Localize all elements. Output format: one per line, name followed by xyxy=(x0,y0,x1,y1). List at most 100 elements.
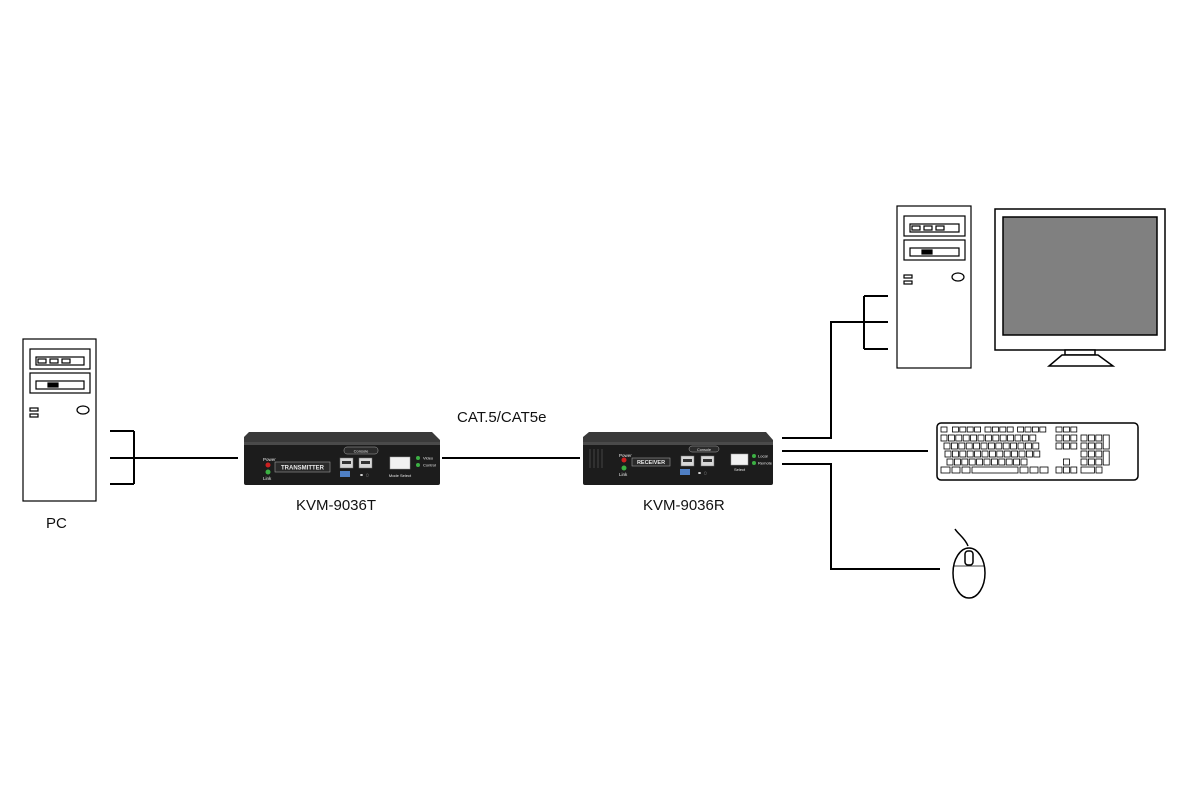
keyboard-key xyxy=(974,450,981,458)
keyboard-key xyxy=(1022,434,1029,442)
keyboard-key xyxy=(940,426,948,433)
keyboard-key xyxy=(1013,458,1020,466)
keyboard-key xyxy=(961,466,971,474)
keyboard-key xyxy=(1005,458,1013,466)
power-label: Power xyxy=(263,457,276,462)
keyboard-key xyxy=(1039,426,1047,433)
keyboard-key xyxy=(1032,442,1040,450)
keyboard-key xyxy=(1003,450,1011,458)
local-label: Local xyxy=(758,454,768,459)
keyboard-key xyxy=(1055,426,1063,433)
power-label: Power xyxy=(619,453,632,458)
keyboard-key xyxy=(1017,442,1025,450)
power-led xyxy=(265,462,271,468)
keyboard-key xyxy=(995,442,1003,450)
keyboard-key xyxy=(1080,458,1088,466)
keyboard-key xyxy=(1063,466,1070,474)
select-button xyxy=(730,453,749,466)
keyboard-key xyxy=(1063,426,1070,433)
control-label: Control xyxy=(423,463,436,468)
keyboard-key xyxy=(973,442,980,450)
keyboard-key xyxy=(989,450,996,458)
keyboard-key xyxy=(1080,450,1088,458)
cable-type-label: CAT.5/CAT5e xyxy=(457,409,547,426)
mouse-icon xyxy=(952,528,986,599)
transmitter-panel-label: TRANSMITTER xyxy=(281,466,325,472)
keyboard-key xyxy=(952,426,959,433)
keyboard-keys xyxy=(940,426,1110,474)
keyboard-key xyxy=(977,434,985,442)
keyboard-key xyxy=(961,458,969,466)
keyboard-key xyxy=(983,458,991,466)
keyboard-key xyxy=(966,450,974,458)
keyboard-key xyxy=(1011,450,1018,458)
console-label: Console xyxy=(354,449,369,454)
keyboard-key xyxy=(959,426,967,433)
keyboard-key xyxy=(1088,442,1095,450)
keyboard-key xyxy=(1029,434,1037,442)
keyboard-key xyxy=(1055,442,1063,450)
keyboard-key xyxy=(965,442,973,450)
pc-label: PC xyxy=(46,515,67,532)
power-led xyxy=(621,457,627,463)
keyboard-icon xyxy=(936,422,1139,481)
keyboard-key xyxy=(1063,442,1070,450)
keyboard-key xyxy=(971,466,1019,474)
usb-icon: ⚭ ◌ xyxy=(697,471,708,477)
keyboard-key xyxy=(1017,426,1024,433)
receiver-to-mouse-line xyxy=(782,463,940,570)
video-led xyxy=(416,456,420,460)
keyboard-key xyxy=(955,434,963,442)
keyboard-key xyxy=(940,466,951,474)
keyboard-key xyxy=(962,434,970,442)
keyboard-key xyxy=(1026,450,1033,458)
keyboard-key xyxy=(992,434,1000,442)
receiver-panel-label: RECEIVER xyxy=(637,460,665,466)
video-label: Video xyxy=(423,456,434,461)
keyboard-key xyxy=(980,442,988,450)
keyboard-key xyxy=(999,434,1007,442)
keyboard-key xyxy=(992,426,999,433)
keyboard-key xyxy=(1014,434,1022,442)
keyboard-key xyxy=(1033,450,1041,458)
remote-pc-tower-icon xyxy=(896,205,972,369)
connection-lines xyxy=(110,295,940,570)
keyboard-key xyxy=(944,450,952,458)
keyboard-key xyxy=(1055,466,1063,474)
link-led xyxy=(621,465,627,471)
keyboard-key xyxy=(1102,450,1110,466)
keyboard-key xyxy=(996,450,1004,458)
keyboard-key xyxy=(1088,434,1095,442)
keyboard-key xyxy=(1007,434,1014,442)
receiver-device: Power Link RECEIVER Console ⚭ ◌ Select L… xyxy=(583,432,773,485)
keyboard-key xyxy=(1029,466,1039,474)
keyboard-key xyxy=(1055,434,1063,442)
keyboard-key xyxy=(1010,442,1017,450)
keyboard-key xyxy=(1088,450,1095,458)
keyboard-key xyxy=(1063,458,1070,466)
mode-select-label: Mode Select xyxy=(389,473,412,478)
keyboard-key xyxy=(1095,450,1103,458)
keyboard-key xyxy=(991,458,998,466)
keyboard-key xyxy=(1070,434,1078,442)
keyboard-key xyxy=(970,434,977,442)
keyboard-key xyxy=(1095,442,1103,450)
pc-connector-bracket xyxy=(110,430,135,485)
select-label: Select xyxy=(734,467,746,472)
keyboard-key xyxy=(1039,466,1049,474)
receiver-model-label: KVM-9036R xyxy=(643,497,725,514)
keyboard-key xyxy=(1102,434,1110,450)
monitor-icon xyxy=(994,208,1166,367)
transmitter-model-label: KVM-9036T xyxy=(296,497,377,514)
control-led xyxy=(416,463,420,467)
link-label: Link xyxy=(619,472,628,477)
remote-led xyxy=(752,461,756,465)
keyboard-key xyxy=(966,426,974,433)
keyboard-key xyxy=(959,450,967,458)
remote-pc-connector-bracket xyxy=(863,295,888,350)
keyboard-key xyxy=(981,450,989,458)
keyboard-key xyxy=(1025,442,1032,450)
keyboard-key xyxy=(988,442,995,450)
keyboard-key xyxy=(1095,458,1103,466)
